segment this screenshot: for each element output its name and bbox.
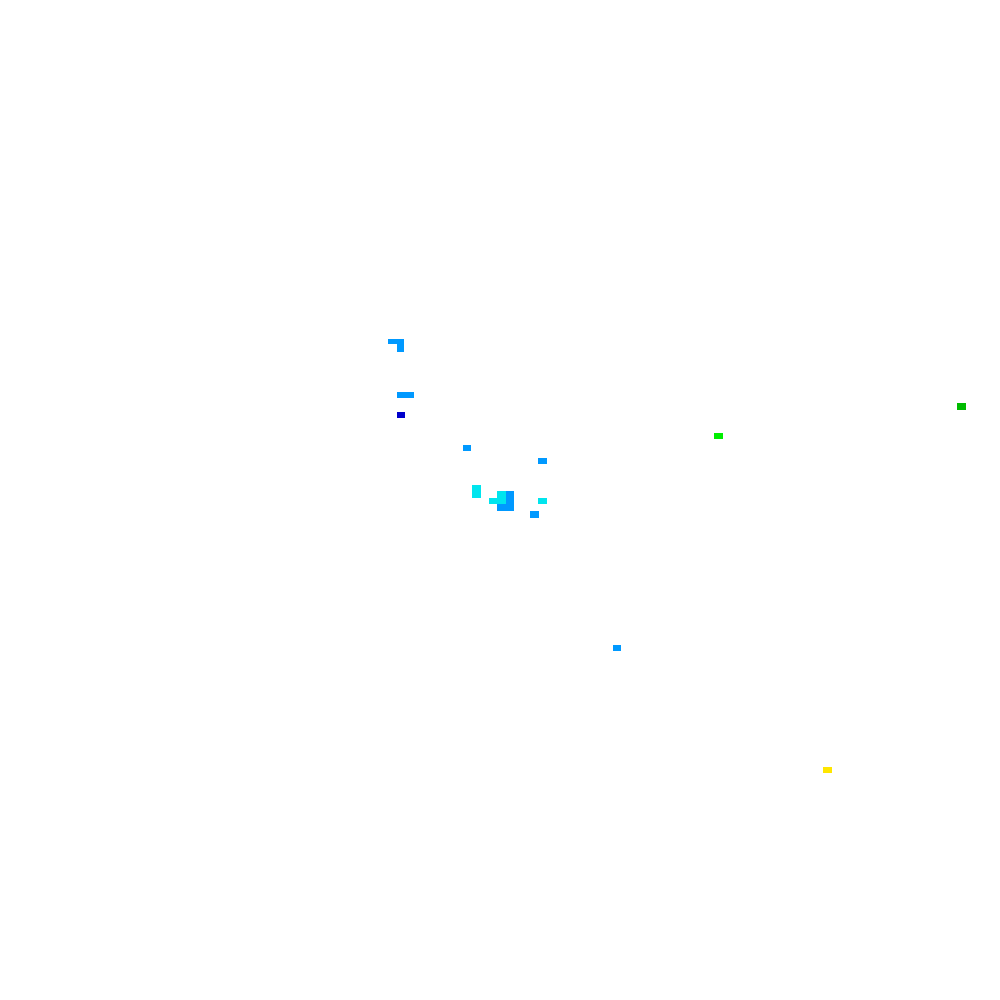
heatmap-cell-12 — [538, 498, 547, 504]
heatmap-cell-15 — [714, 433, 723, 439]
heatmap-cell-2 — [397, 344, 404, 352]
heatmap-cell-4 — [397, 412, 405, 418]
heatmap-cell-16 — [957, 403, 966, 410]
heatmap-cell-3 — [397, 392, 414, 398]
heatmap-cell-5 — [463, 445, 471, 451]
heatmap-cell-11 — [497, 504, 514, 511]
heatmap-cell-14 — [613, 645, 621, 651]
heatmap-cell-1 — [388, 339, 404, 344]
heatmap-cell-8 — [497, 491, 506, 498]
heatmap-cell-13 — [530, 511, 539, 518]
heatmap-cell-7 — [472, 485, 481, 498]
heatmap-cell-10 — [506, 491, 514, 504]
heatmap-cell-6 — [538, 458, 547, 464]
heatmap-cell-9 — [489, 498, 506, 504]
heatmap-cell-17 — [823, 767, 832, 773]
